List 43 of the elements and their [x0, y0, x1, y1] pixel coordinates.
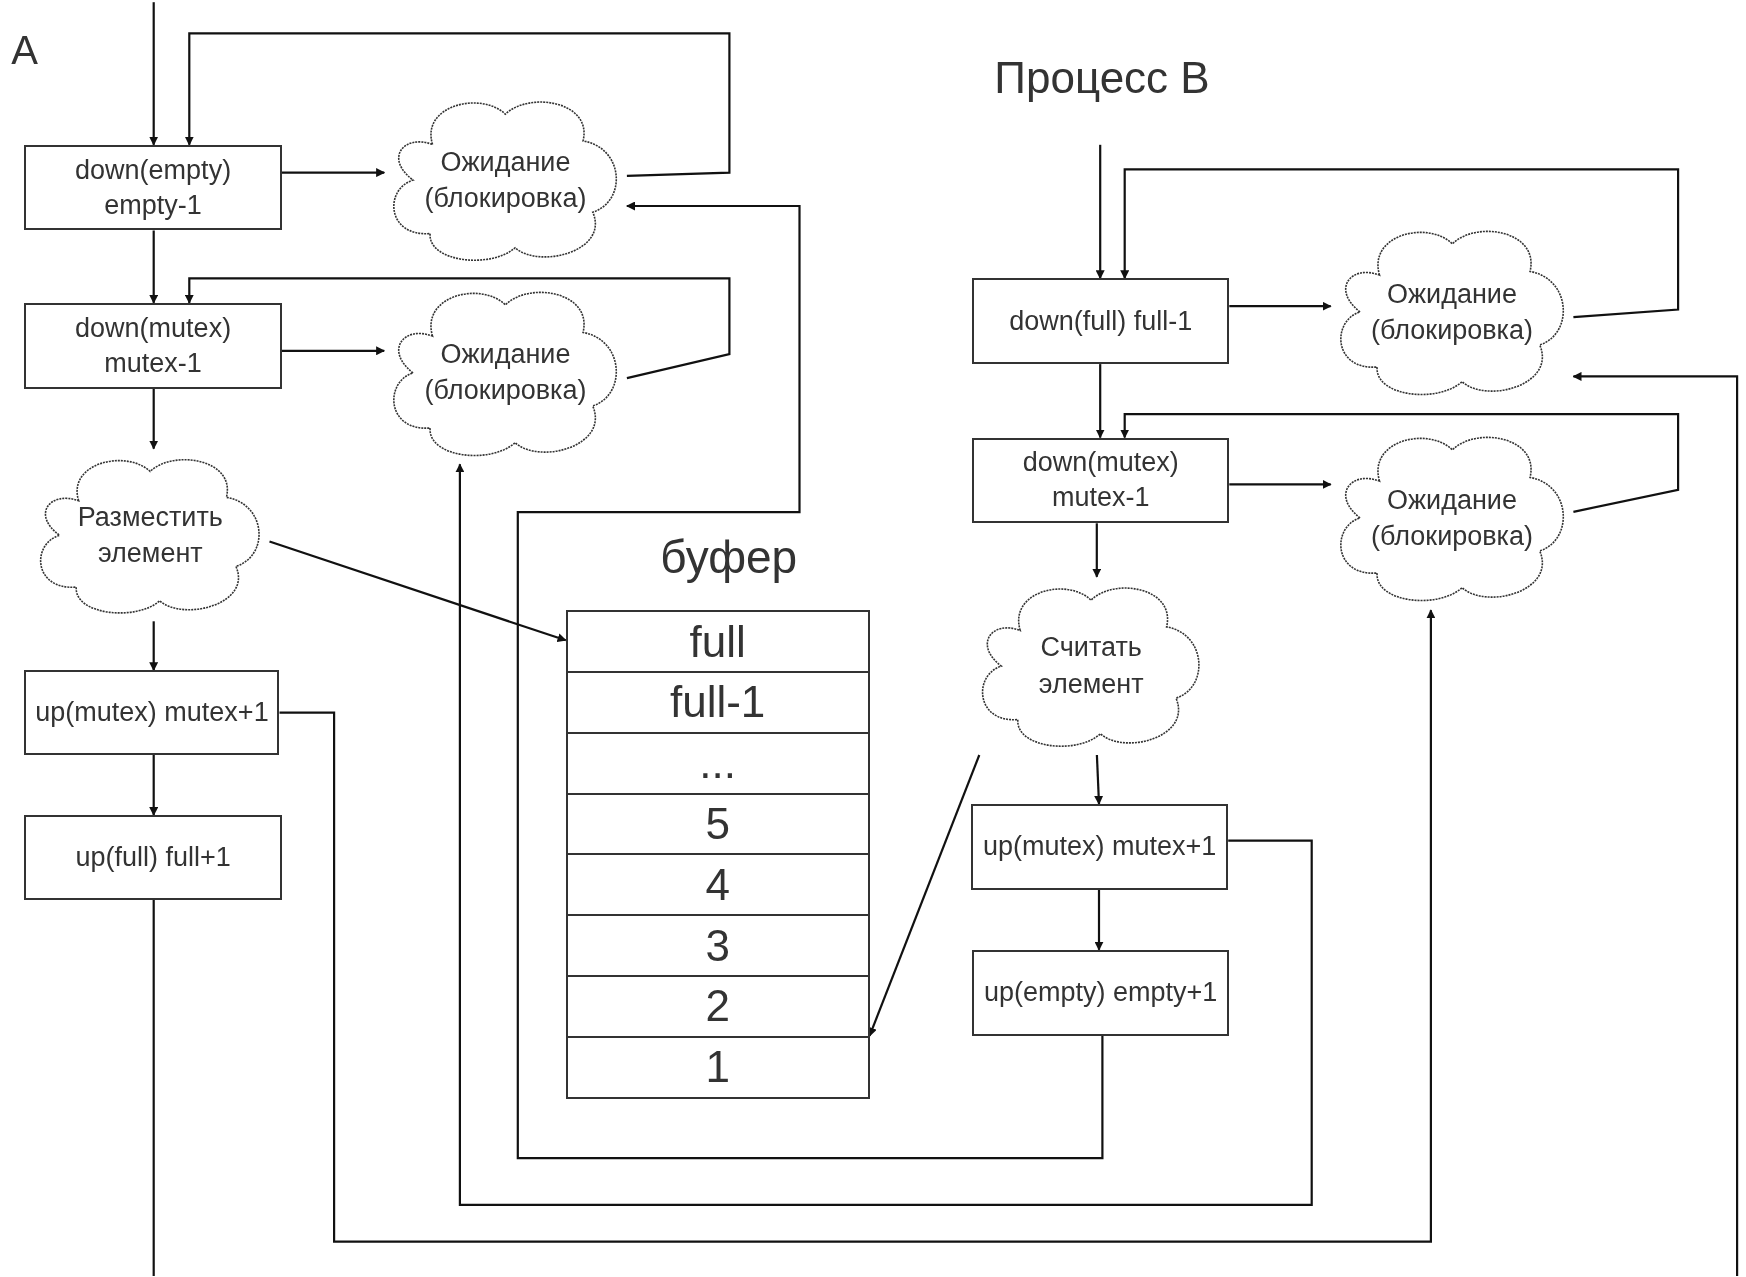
arrow: [149, 755, 159, 816]
arrow: [1095, 364, 1105, 439]
buffer-cell: 4: [565, 853, 870, 917]
process-box: down(mutex) mutex-1: [24, 302, 282, 389]
process-label: A: [11, 27, 38, 73]
arrow: [149, 2, 159, 146]
arrow: [184, 32, 731, 177]
process-box: down(full) full-1: [972, 278, 1230, 365]
process-box: up(mutex) mutex+1: [971, 803, 1229, 890]
buffer-cell: ...: [565, 731, 870, 795]
arrow: [149, 621, 159, 672]
buffer-cell: 3: [565, 914, 870, 977]
process-box: up(full) full+1: [24, 815, 282, 900]
connector-line: [152, 899, 155, 1277]
buffer-cell: 5: [565, 792, 870, 856]
arrow: [281, 346, 386, 356]
arrow: [279, 609, 1436, 1243]
process-box: up(empty) empty+1: [972, 949, 1230, 1036]
arrow: [184, 277, 731, 380]
arrow: [1092, 523, 1102, 578]
arrow: [1229, 479, 1332, 489]
arrow: [1120, 168, 1680, 319]
arrow: [281, 168, 386, 178]
buffer-cell: 2: [565, 975, 870, 1038]
process-box: up(mutex) mutex+1: [24, 670, 280, 755]
arrow: [149, 388, 159, 450]
buffer-cell: full: [565, 610, 870, 673]
buffer-cell: full-1: [565, 671, 870, 734]
arrow: [1572, 371, 1739, 1277]
process-box: down(empty) empty-1: [24, 144, 282, 231]
arrow: [1229, 301, 1332, 311]
process-box: down(mutex) mutex-1: [972, 437, 1230, 524]
buffer-cell: 1: [565, 1035, 870, 1099]
arrow: [455, 463, 1313, 1206]
buffer-heading: буфер: [659, 530, 799, 585]
arrow: [1095, 144, 1105, 280]
arrow: [1094, 889, 1104, 951]
arrow: [868, 754, 981, 1037]
arrow: [149, 230, 159, 304]
arrow: [516, 201, 1104, 1160]
process-label: Процесс B: [994, 53, 1210, 104]
arrow: [269, 540, 567, 642]
arrow: [1120, 413, 1680, 513]
